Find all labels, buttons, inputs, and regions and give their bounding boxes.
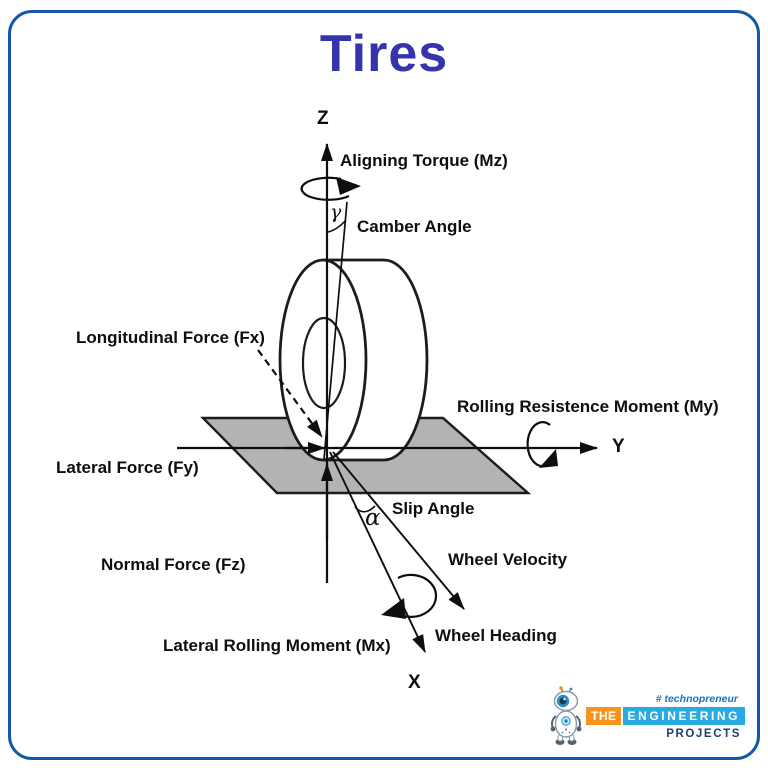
x-axis-arrow — [329, 451, 426, 653]
camber-angle-arc — [327, 219, 347, 233]
label-lateral-rolling-moment: Lateral Rolling Moment (Mx) — [163, 636, 391, 655]
angle-arcs — [327, 219, 376, 513]
robot-mascot-icon — [550, 686, 582, 745]
tire-hub-ellipse — [301, 316, 347, 410]
tire-drawing — [278, 258, 429, 462]
label-normal-force: Normal Force (Fz) — [101, 555, 246, 574]
page-title: Tires — [319, 25, 449, 83]
aligning-torque-loop — [300, 176, 350, 201]
axes-and-arrows — [177, 143, 598, 653]
logo-projects-text: PROJECTS — [666, 728, 741, 740]
slip-angle-arc — [354, 505, 376, 513]
label-lateral-force: Lateral Force (Fy) — [56, 458, 199, 477]
longitudinal-force-arrow — [257, 349, 323, 438]
logo-engineering-badge: ENGINEERING — [622, 707, 746, 725]
logo-brand-row: THE ENGINEERING — [586, 707, 746, 725]
moment-rotation-glyphs — [300, 176, 558, 619]
label-slip-angle: Slip Angle — [392, 499, 475, 518]
alpha-symbol: α — [365, 505, 381, 531]
logo-the-badge: THE — [586, 707, 621, 725]
x-axis-label: X — [408, 672, 421, 693]
label-camber-angle: Camber Angle — [357, 217, 472, 236]
label-wheel-heading: Wheel Heading — [435, 626, 557, 645]
brand-logo: # technopreneur THE ENGINEERING PROJECTS — [548, 686, 746, 750]
lateral-rolling-loop — [394, 573, 438, 618]
z-axis-label: Z — [317, 108, 329, 129]
label-wheel-velocity: Wheel Velocity — [448, 550, 568, 569]
label-aligning-torque: Aligning Torque (Mz) — [340, 151, 508, 170]
gamma-symbol: γ — [330, 201, 342, 223]
label-longitudinal-force: Longitudinal Force (Fx) — [76, 328, 265, 347]
label-rolling-resistance-moment: Rolling Resistence Moment (My) — [457, 397, 719, 416]
logo-tagline: # technopreneur — [655, 693, 738, 705]
wheel-velocity-arrow — [332, 451, 465, 610]
y-axis-label: Y — [612, 436, 625, 457]
